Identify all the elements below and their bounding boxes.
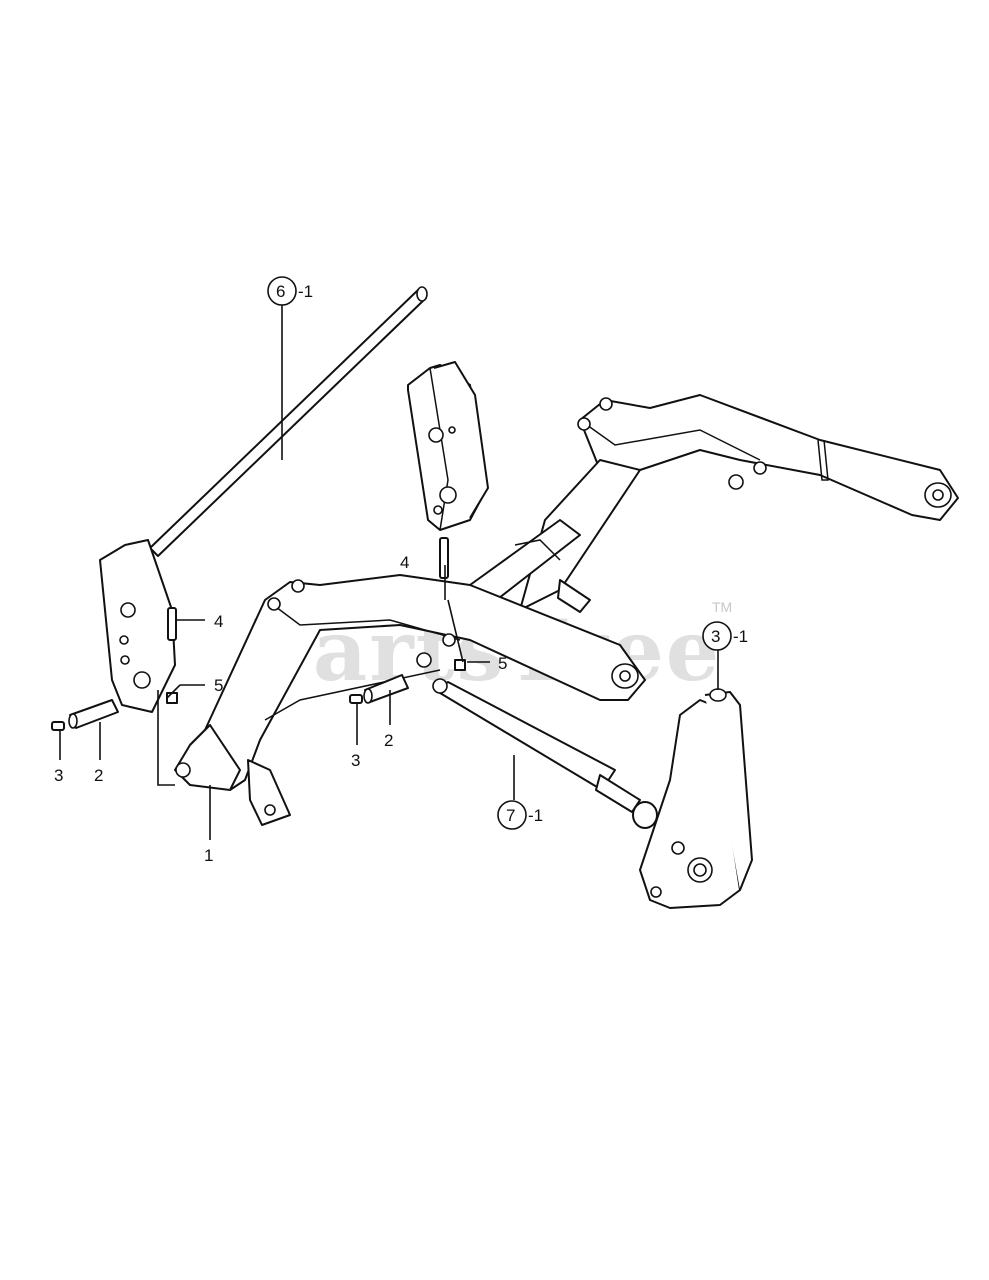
svg-text:4: 4 [400,553,409,572]
svg-text:7: 7 [506,806,515,825]
loader-arm-left [174,574,646,826]
mount-bracket-lower-left [99,539,176,713]
svg-text:5: 5 [214,676,223,695]
nut-left [166,692,178,704]
callout-3-left: 3 [54,766,63,785]
pin-left [68,699,119,729]
grease-fitting-center [349,694,363,704]
callout-3-1: 3 -1 [702,621,748,651]
svg-text:-1: -1 [733,627,748,646]
callout-5-center: 5 [498,654,507,673]
leader-lines [59,305,719,840]
svg-text:3: 3 [54,766,63,785]
callout-2-center: 2 [384,731,393,750]
callout-7-1: 7 -1 [497,800,543,830]
callout-6-1: 6 -1 [267,276,313,306]
cross-tube-part [149,286,428,557]
svg-text:5: 5 [498,654,507,673]
svg-text:1: 1 [204,846,213,865]
svg-text:3: 3 [711,627,720,646]
svg-text:2: 2 [94,766,103,785]
grease-fitting-left [51,721,65,731]
pin-center [363,674,409,704]
bolt-upper [439,537,449,579]
callout-1: 1 [204,846,213,865]
callout-5-left: 5 [214,676,223,695]
hydraulic-cylinder-part [432,678,658,829]
mount-bracket-right [639,688,753,909]
svg-text:-1: -1 [298,282,313,301]
callout-4-left: 4 [214,612,223,631]
svg-text:-1: -1 [528,806,543,825]
svg-text:3: 3 [351,751,360,770]
svg-text:6: 6 [276,282,285,301]
watermark-trademark: TM [712,599,732,615]
callout-2-left: 2 [94,766,103,785]
svg-text:4: 4 [214,612,223,631]
bolt-left [167,607,177,641]
loader-arm-right [519,394,959,611]
callout-4-upper: 4 [400,553,409,572]
svg-text:2: 2 [384,731,393,750]
callout-3-center: 3 [351,751,360,770]
mount-bracket-upper-left [407,361,489,531]
nut-center [454,659,466,671]
